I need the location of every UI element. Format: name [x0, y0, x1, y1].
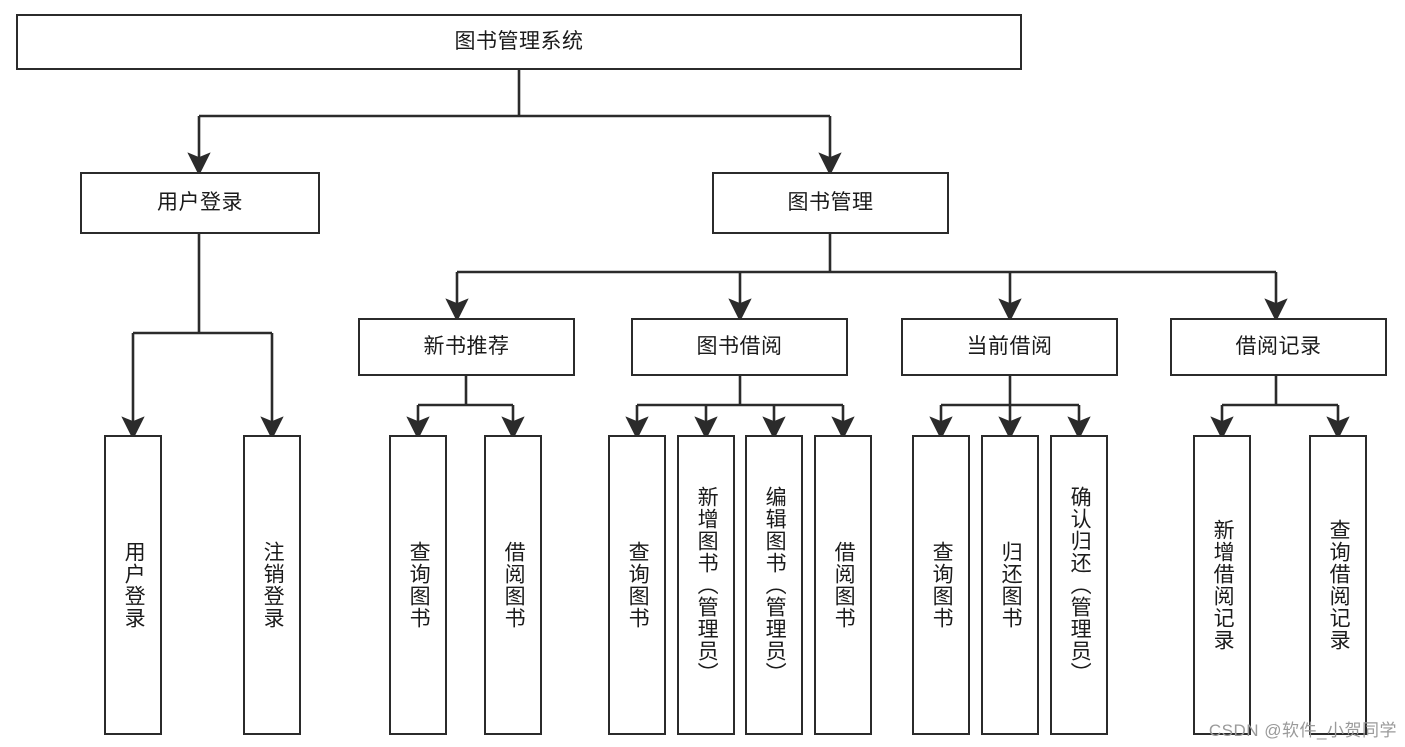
leaf-book-borrow-0-label: 查询图书 [626, 541, 650, 629]
leaf-new-book-0[interactable]: 查询图书 [389, 435, 447, 735]
leaf-book-borrow-1[interactable]: 新增图书（管理员） [677, 435, 735, 735]
leaf-book-borrow-3[interactable]: 借阅图书 [814, 435, 872, 735]
node-root[interactable]: 图书管理系统 [16, 14, 1022, 70]
leaf-borrow-record-1-label: 查询借阅记录 [1327, 519, 1351, 651]
leaf-current-borrow-2-label: 确认归还（管理员） [1068, 486, 1092, 684]
leaf-user-login-1[interactable]: 注销登录 [243, 435, 301, 735]
leaf-book-borrow-3-label: 借阅图书 [832, 541, 856, 629]
node-new-book-recommend-label: 新书推荐 [423, 335, 510, 359]
leaf-book-borrow-2[interactable]: 编辑图书（管理员） [745, 435, 803, 735]
leaf-book-borrow-0[interactable]: 查询图书 [608, 435, 666, 735]
leaf-user-login-0-label: 用户登录 [122, 541, 146, 629]
leaf-current-borrow-0-label: 查询图书 [930, 541, 954, 629]
leaf-user-login-1-label: 注销登录 [261, 541, 285, 629]
node-new-book-recommend[interactable]: 新书推荐 [358, 318, 575, 376]
node-user-login-label: 用户登录 [157, 191, 243, 215]
leaf-current-borrow-0[interactable]: 查询图书 [912, 435, 970, 735]
node-current-borrow[interactable]: 当前借阅 [901, 318, 1118, 376]
leaf-current-borrow-2[interactable]: 确认归还（管理员） [1050, 435, 1108, 735]
leaf-borrow-record-0[interactable]: 新增借阅记录 [1193, 435, 1251, 735]
leaf-user-login-0[interactable]: 用户登录 [104, 435, 162, 735]
node-borrow-record-label: 借阅记录 [1235, 335, 1322, 359]
node-book-borrow-label: 图书借阅 [696, 335, 783, 359]
leaf-borrow-record-1[interactable]: 查询借阅记录 [1309, 435, 1367, 735]
leaf-book-borrow-1-label: 新增图书（管理员） [695, 486, 719, 684]
node-user-login[interactable]: 用户登录 [80, 172, 320, 234]
leaf-borrow-record-0-label: 新增借阅记录 [1211, 519, 1235, 651]
node-root-label: 图书管理系统 [454, 30, 584, 54]
node-book-manage[interactable]: 图书管理 [712, 172, 949, 234]
leaf-book-borrow-2-label: 编辑图书（管理员） [763, 486, 787, 684]
node-current-borrow-label: 当前借阅 [966, 335, 1053, 359]
node-book-borrow[interactable]: 图书借阅 [631, 318, 848, 376]
leaf-new-book-1-label: 借阅图书 [502, 541, 526, 629]
node-book-manage-label: 图书管理 [787, 191, 874, 215]
leaf-current-borrow-1-label: 归还图书 [999, 541, 1023, 629]
leaf-new-book-0-label: 查询图书 [407, 541, 431, 629]
leaf-new-book-1[interactable]: 借阅图书 [484, 435, 542, 735]
node-borrow-record[interactable]: 借阅记录 [1170, 318, 1387, 376]
leaf-current-borrow-1[interactable]: 归还图书 [981, 435, 1039, 735]
